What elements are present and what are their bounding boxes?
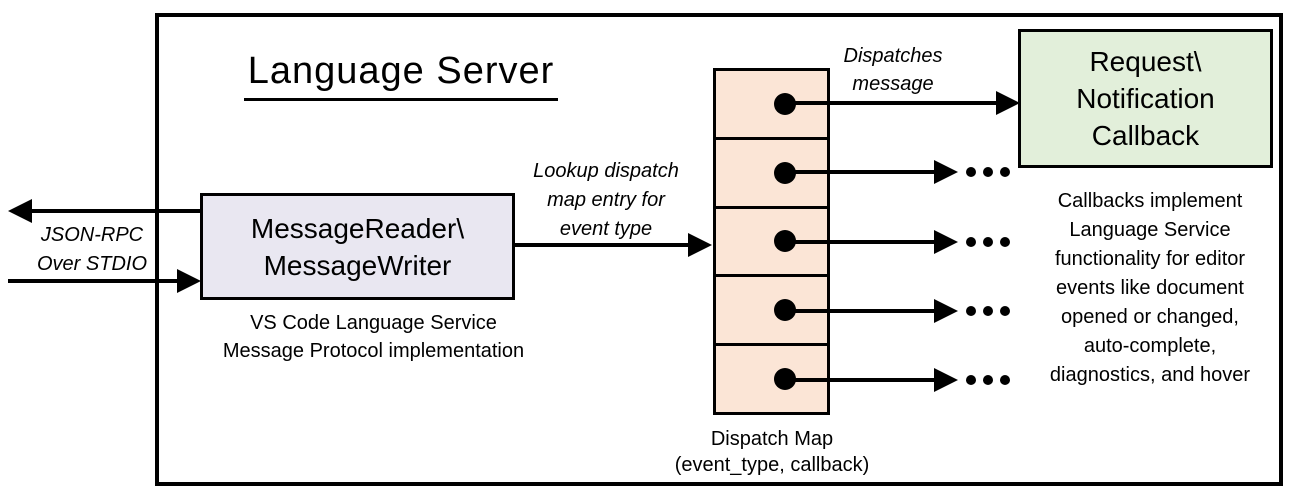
arrow-line bbox=[785, 170, 936, 174]
left-arrowhead-icon bbox=[8, 199, 32, 223]
lookup-label: Lookup dispatch map entry for event type bbox=[516, 157, 696, 244]
stdio-label-line1: JSON-RPC bbox=[40, 224, 144, 246]
reader-box-line1: MessageReader\ bbox=[250, 212, 465, 244]
reader-caption-line2: Message Protocol implementation bbox=[222, 340, 525, 362]
ellipsis-icon bbox=[966, 237, 1010, 247]
right-arrowhead-icon bbox=[934, 368, 958, 392]
lookup-label-line2: map entry for bbox=[547, 189, 665, 211]
callback-caption-line3: functionality for editor bbox=[1054, 248, 1246, 270]
right-arrowhead-icon bbox=[996, 91, 1020, 115]
arrow-line bbox=[785, 101, 998, 105]
ellipsis-icon bbox=[966, 167, 1010, 177]
callback-caption-line4: events like document bbox=[1056, 277, 1244, 299]
reader-box-line2: MessageWriter bbox=[263, 249, 452, 281]
callback-caption-line1: Callbacks implement bbox=[1057, 190, 1243, 212]
right-arrowhead-icon bbox=[934, 160, 958, 184]
dispatches-label-line1: Dispatches bbox=[843, 45, 943, 67]
lookup-label-line3: event type bbox=[559, 218, 653, 240]
right-arrowhead-icon bbox=[934, 230, 958, 254]
dispatches-label-line2: message bbox=[852, 73, 934, 95]
request-notification-callback-box: Request\ Notification Callback bbox=[1018, 29, 1273, 168]
dispatch-map-caption-line1: Dispatch Map bbox=[710, 428, 834, 450]
right-arrowhead-icon bbox=[177, 269, 201, 293]
diagram-title: Language Server bbox=[231, 50, 571, 101]
message-reader-writer-box: MessageReader\ MessageWriter bbox=[200, 193, 515, 300]
reader-caption: VS Code Language Service Message Protoco… bbox=[186, 309, 561, 365]
arrow-line bbox=[785, 309, 936, 313]
dispatches-label: Dispatches message bbox=[828, 42, 958, 98]
ellipsis-icon bbox=[966, 375, 1010, 385]
arrow-line bbox=[29, 209, 200, 213]
right-arrowhead-icon bbox=[688, 233, 712, 257]
arrow-line bbox=[8, 279, 178, 283]
reader-caption-line1: VS Code Language Service bbox=[250, 312, 497, 334]
arrow-line bbox=[785, 240, 936, 244]
lookup-label-line1: Lookup dispatch bbox=[533, 160, 679, 182]
ellipsis-icon bbox=[966, 306, 1010, 316]
callback-caption-line5: opened or changed, bbox=[1061, 306, 1239, 328]
right-arrowhead-icon bbox=[934, 299, 958, 323]
callback-caption-line2: Language Service bbox=[1069, 219, 1231, 241]
callback-caption-line6: auto-complete, bbox=[1083, 335, 1217, 357]
callback-caption: Callbacks implement Language Service fun… bbox=[1025, 187, 1275, 390]
stdio-label: JSON-RPC Over STDIO bbox=[17, 221, 167, 279]
diagram-title-text: Language Server bbox=[243, 50, 559, 101]
callback-box-line3: Callback bbox=[1091, 120, 1200, 151]
dispatch-map-caption-line2: (event_type, callback) bbox=[674, 454, 870, 476]
callback-box-line1: Request\ bbox=[1089, 46, 1202, 77]
arrow-line bbox=[785, 378, 936, 382]
callback-caption-line7: diagnostics, and hover bbox=[1049, 364, 1251, 386]
callback-box-line2: Notification bbox=[1076, 83, 1215, 114]
dispatch-map-caption: Dispatch Map (event_type, callback) bbox=[650, 426, 894, 478]
stdio-label-line2: Over STDIO bbox=[36, 253, 147, 275]
arrow-line bbox=[515, 243, 690, 247]
